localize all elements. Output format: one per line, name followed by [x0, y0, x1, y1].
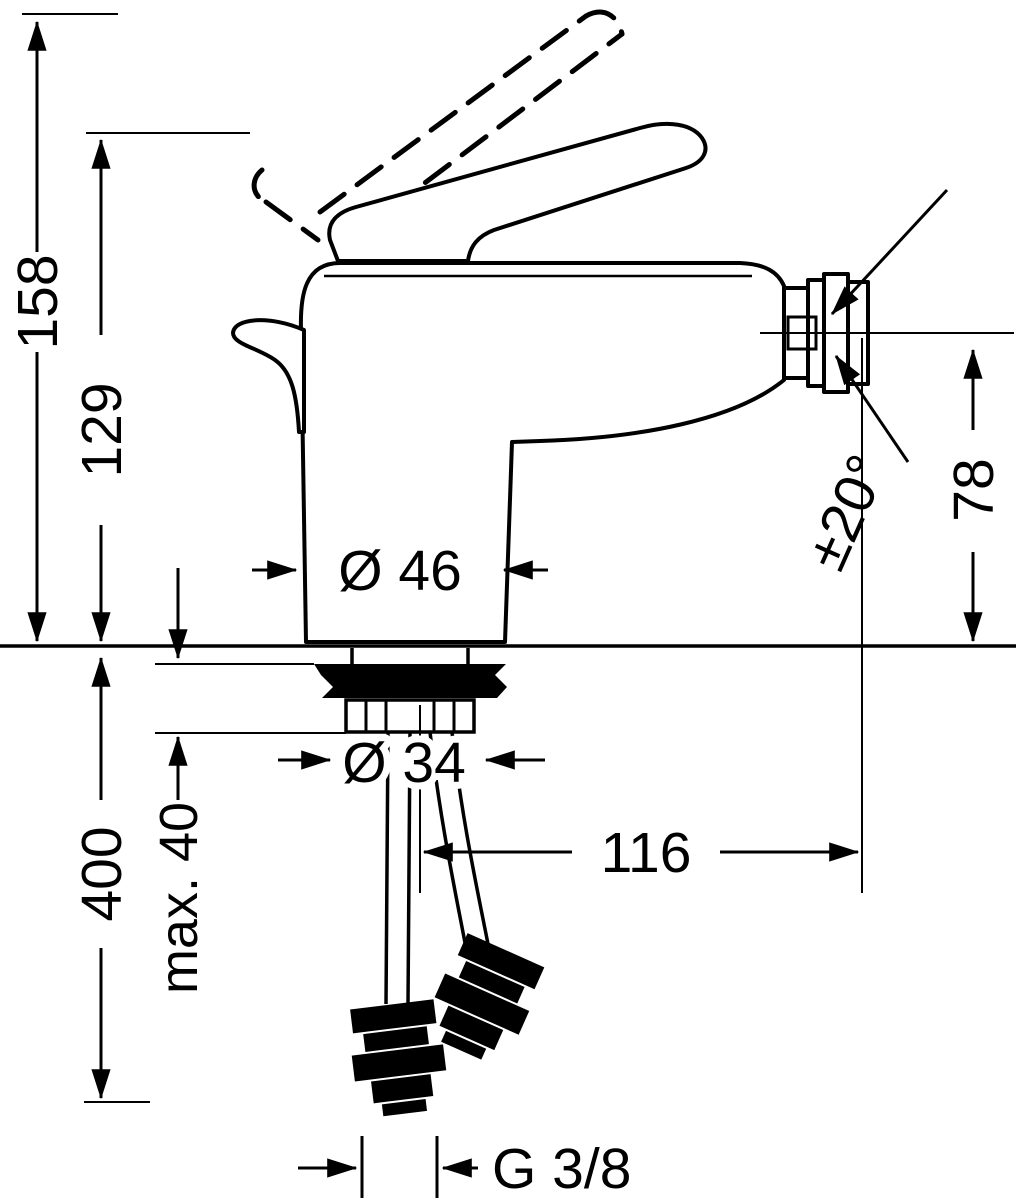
dim-label-hose-length: 400 [70, 826, 134, 921]
hose-left [350, 731, 447, 1117]
angle-leader [830, 188, 949, 316]
dim-label-shank-diameter: Ø 34 [342, 731, 466, 795]
dim-label-max-mounting: max. 40 [149, 802, 209, 994]
hose-fitting-segment [351, 1044, 447, 1082]
dim-label-body-diameter: Ø 46 [338, 539, 462, 603]
hose-left-fitting [350, 999, 447, 1117]
dim-label-thread: G 3/8 [492, 1137, 631, 1200]
dimension-78: 78 [760, 332, 1014, 643]
dim-label-spout-reach: 116 [601, 821, 692, 885]
dimension-d34: Ø 34 [278, 724, 545, 802]
hose-right-line [450, 731, 490, 945]
hose-fitting-segment [457, 933, 545, 990]
dashed-lever-top [317, 13, 589, 215]
hose-fitting-segment [371, 1074, 434, 1104]
hose-left-line [406, 731, 412, 1005]
dimension-129: 129 [70, 132, 250, 643]
dim-label-total-height: 158 [6, 254, 70, 349]
dimension-158: 158 [6, 13, 118, 643]
mounting-surface [0, 644, 1016, 734]
handle-rest [327, 121, 708, 263]
hose-right-fitting [434, 933, 545, 1060]
dim-label-handle-height: 129 [70, 382, 134, 477]
dimension-g38: G 3/8 [298, 1136, 631, 1200]
dashed-lever-base [263, 199, 321, 243]
side-lever [231, 318, 306, 434]
angle-leader [834, 355, 910, 463]
dim-label-swivel-angle: ±20° [794, 446, 900, 579]
dashed-lever-tip [583, 9, 625, 37]
hose-fitting-segment [439, 1005, 504, 1051]
dimension-116: 116 [422, 338, 863, 893]
body-outline [298, 261, 786, 644]
dashed-lever-base-arc [251, 167, 269, 205]
hose-fitting-segment [363, 1026, 429, 1052]
dimension-max-40: max. 40 [149, 568, 209, 994]
dim-label-outlet-height: 78 [942, 458, 1006, 521]
hose-fitting-segment [381, 1098, 428, 1117]
faucet-body [231, 9, 870, 644]
hose-left-line [384, 731, 390, 1005]
dimension-d46: Ø 46 [252, 539, 548, 603]
threaded-flange [314, 664, 507, 698]
hose-fitting-segment [458, 960, 525, 1004]
hose-fitting-segment [441, 1030, 487, 1060]
dimension-400: 400 [70, 656, 150, 1103]
hose-fitting-segment [434, 973, 530, 1035]
under-counter-assembly [314, 648, 545, 1117]
hose-fitting-segment [350, 999, 437, 1034]
